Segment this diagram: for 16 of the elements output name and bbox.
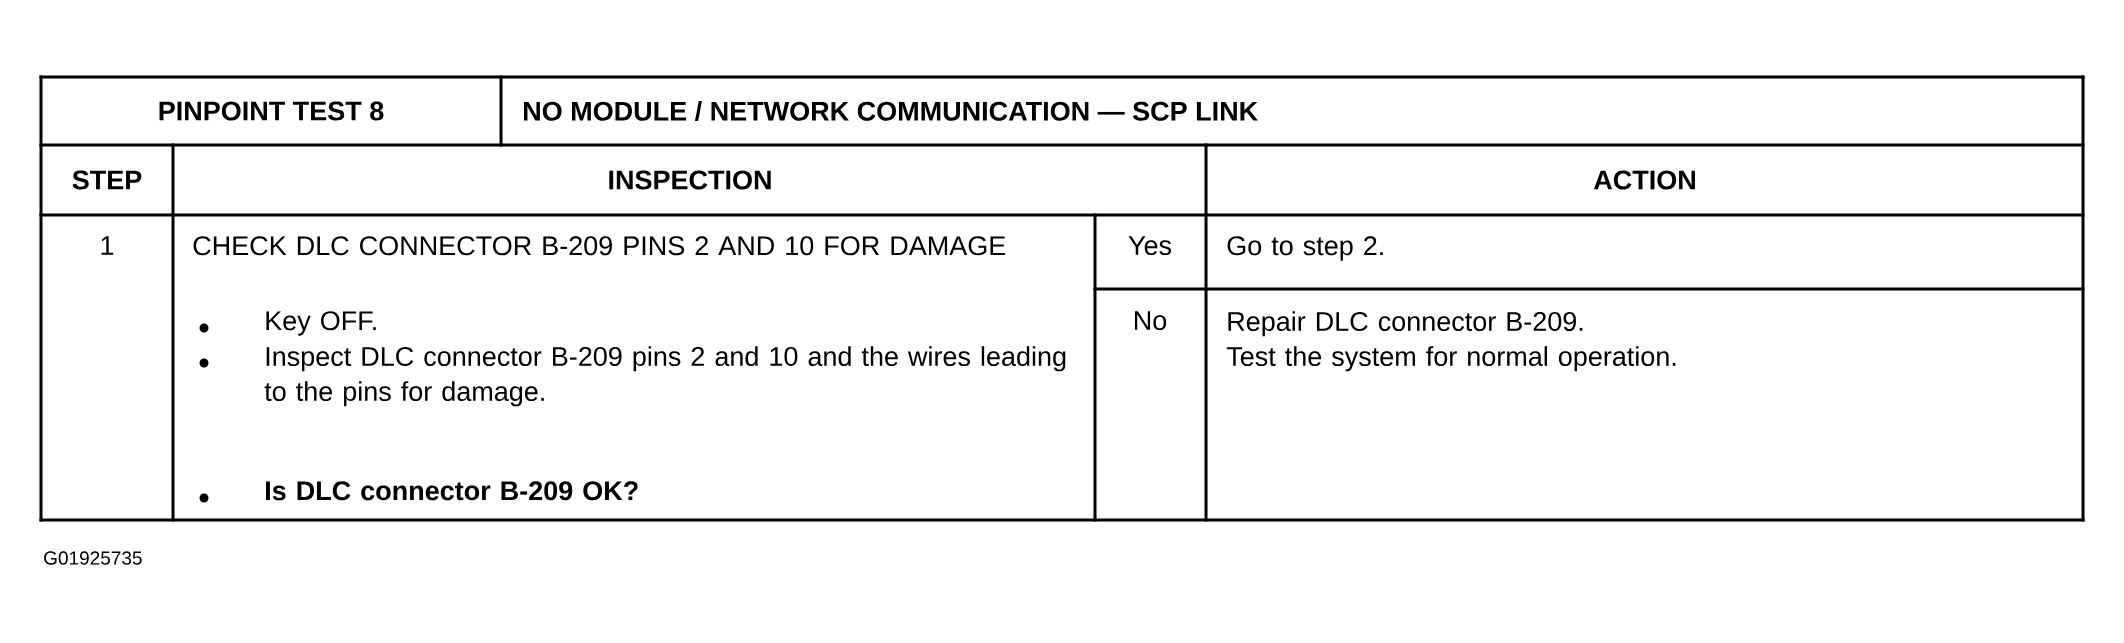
answer-label: No: [1134, 311, 1167, 331]
test-title: PINPOINT TEST 8: [159, 101, 384, 121]
answer-label: Yes: [1128, 236, 1172, 256]
check-heading: CHECK DLC CONNECTOR B-209 PINS 2 AND 10 FOR DAMAGE: [193, 236, 1006, 256]
action-text: Repair DLC connector B-209.: [1228, 311, 1583, 337]
column-heading: STEP: [72, 170, 142, 190]
action-text: Test the system for normal operation.: [1226, 346, 1676, 372]
test-heading: NO MODULE / NETWORK COMMUNICATION — SCP LINK: [524, 100, 1258, 122]
bullet-item: Key OFF.: [199, 311, 376, 336]
action-text: Go to step 2.: [1227, 236, 1383, 261]
figure-code: G01925735: [44, 551, 142, 565]
bullet-item: Is DLC connector B-209 OK?: [199, 481, 638, 503]
step-number: 1: [101, 236, 114, 255]
bullet-item: Inspect DLC connector B-209 pins 2 and 10 and the wires leading to the pins for damage.: [199, 346, 1066, 407]
column-heading: ACTION: [1593, 170, 1695, 190]
column-heading: INSPECTION: [609, 170, 771, 190]
